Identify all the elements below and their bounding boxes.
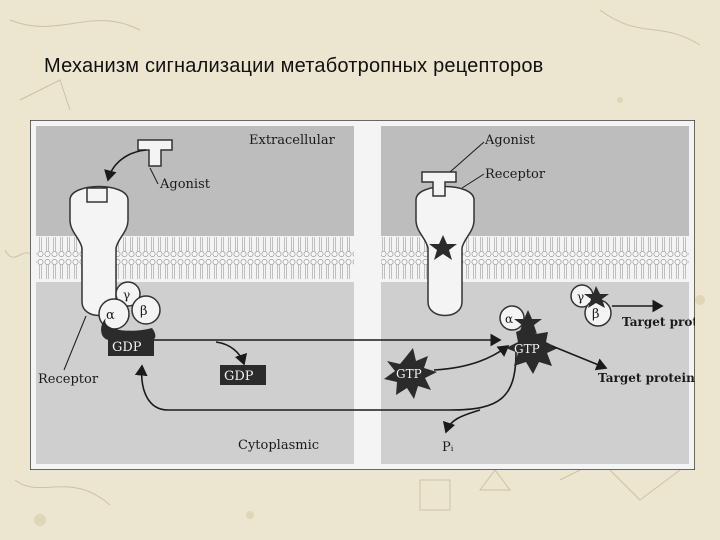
alpha-effector-arrow	[551, 345, 608, 371]
beta-label: β	[140, 304, 148, 319]
target-proteins-bottom-text: Target proteins	[598, 371, 695, 385]
beta-gamma-active-star	[584, 286, 609, 308]
gtp-hydrolysis-loop	[134, 351, 517, 411]
beta-label-free: β	[592, 307, 600, 322]
gtp-bound-star	[506, 326, 558, 374]
target-proteins-top-text: Target proteins	[622, 315, 695, 329]
gamma-label-free: γ	[577, 290, 584, 304]
gdp-free-box	[220, 365, 266, 385]
receptor-left-leader	[63, 315, 87, 371]
gtp-binding-arrow	[433, 345, 510, 371]
g-protein-signaling-diagram: Extracellular Agonist γ β α GDP Receptor…	[30, 120, 695, 470]
receptor-inactive	[69, 185, 129, 317]
agonist-label-right: Agonist	[484, 133, 536, 148]
diagram-canvas: Extracellular Agonist γ β α GDP Receptor…	[30, 120, 695, 470]
target-proteins-top-label: Target proteins	[622, 315, 695, 329]
receptor-binding-site	[86, 187, 108, 203]
gtp-bound-label: GTP	[514, 342, 540, 356]
gdp-pocket	[101, 318, 156, 341]
gtp-free-label: GTP	[396, 367, 422, 381]
alpha-subunit-active	[499, 305, 525, 331]
gdp-free-label: GDP	[224, 369, 254, 384]
agonist-right	[421, 171, 457, 197]
gdp-bound-label: GDP	[112, 340, 142, 355]
receptor-right-leader	[461, 173, 485, 189]
slide-title: Механизм сигнализации метаботропных реце…	[44, 55, 544, 77]
gamma-subunit	[115, 281, 141, 307]
agonist-left-leader	[149, 167, 159, 185]
gdp-release-arrow	[215, 341, 248, 366]
extracellular-label: Extracellular	[249, 133, 336, 148]
agonist-label-left: Agonist	[159, 177, 211, 192]
gtp-free-star	[384, 348, 437, 399]
receptor-activation-star	[429, 235, 457, 260]
pi-label: Pᵢ	[442, 440, 454, 455]
receptor-label-left: Receptor	[38, 372, 99, 387]
alpha-label-active: α	[505, 312, 513, 326]
agonist-binding-arrow	[104, 149, 147, 182]
receptor-label-right: Receptor	[485, 167, 546, 182]
alpha-active-star	[514, 310, 542, 334]
cytoplasmic-label: Cytoplasmic	[238, 438, 319, 453]
gamma-label: γ	[123, 288, 130, 302]
g-protein-inactive: γ β α	[98, 281, 161, 341]
beta-subunit	[131, 295, 161, 325]
agonist-right-leader	[449, 141, 485, 173]
gdp-bound-box	[108, 336, 154, 356]
target-proteins-bottom-label: Target proteins	[598, 371, 695, 385]
alpha-label: α	[106, 308, 115, 323]
pi-release-arrow	[442, 409, 481, 434]
